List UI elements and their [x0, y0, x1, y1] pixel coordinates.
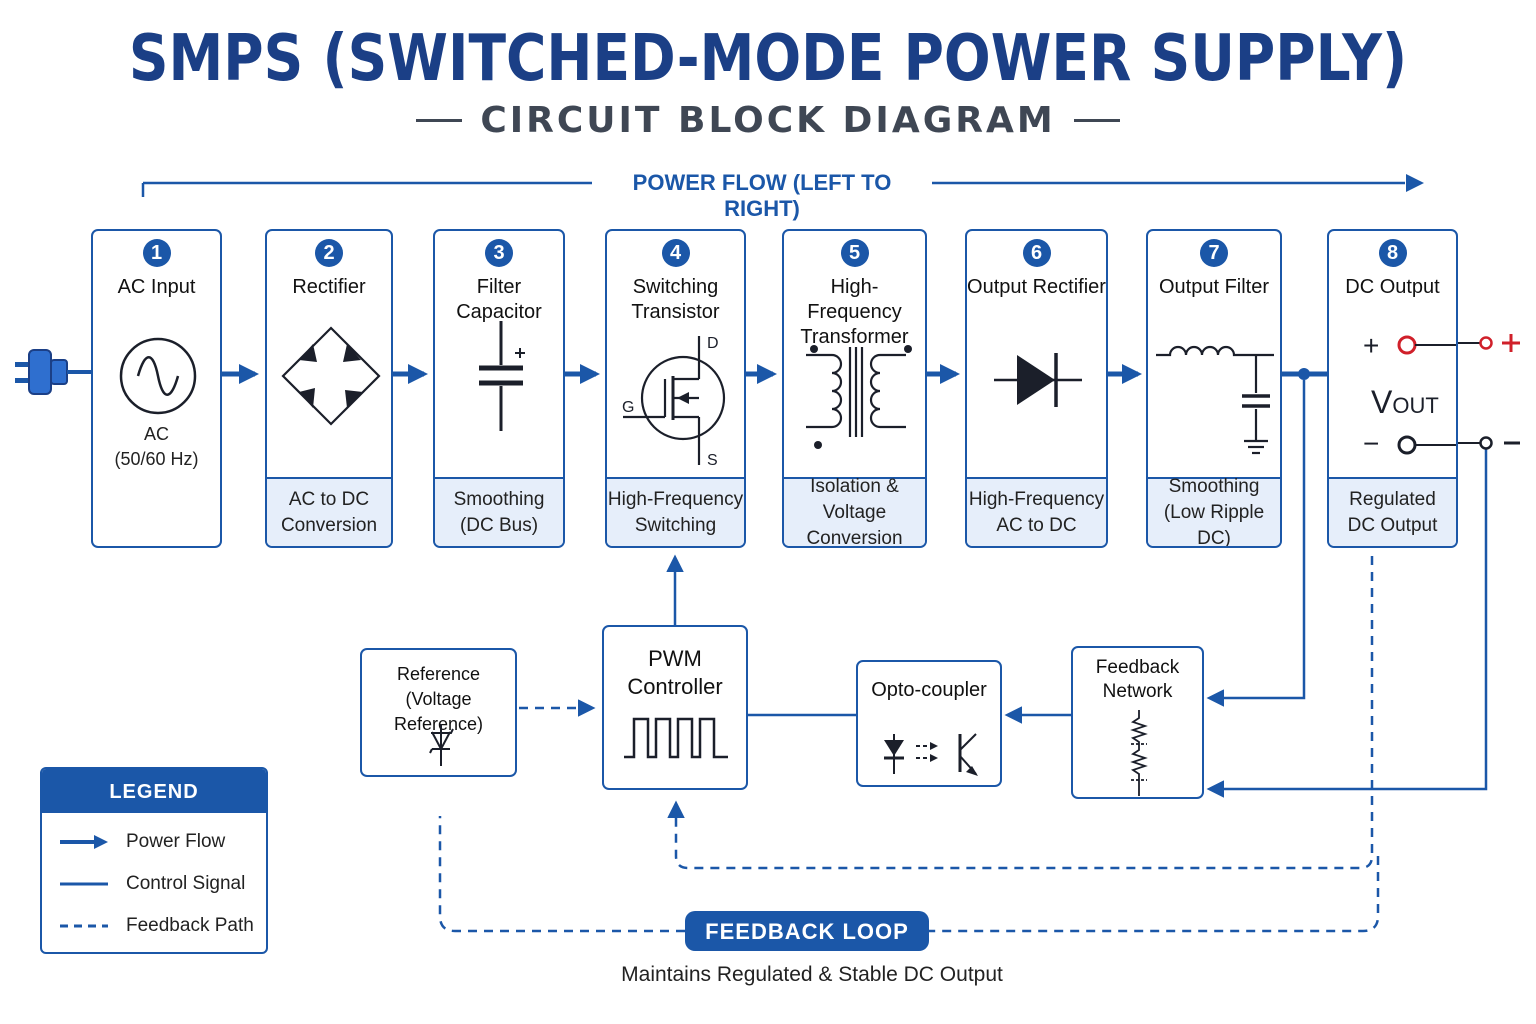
block-title: Filter Capacitor — [456, 276, 542, 323]
block-footer: AC to DC Conversion — [267, 477, 391, 546]
pin-s-label: S — [707, 452, 718, 469]
block-footer: High-Frequency AC to DC — [967, 477, 1106, 546]
step-badge: 5 — [840, 239, 869, 267]
subtitle-row: CIRCUIT BLOCK DIAGRAM — [0, 100, 1536, 141]
legend-item-power-flow: Power Flow — [60, 827, 225, 857]
step-badge: 4 — [661, 239, 690, 267]
block-switching-transistor: 4 Switching Transistor D G S High-Freque… — [605, 229, 746, 548]
block-footer: Smoothing (Low Ripple DC) — [1148, 476, 1280, 546]
output-terminal-tails — [1458, 334, 1520, 450]
block-title: Switching Transistor — [631, 276, 720, 323]
step-badge: 2 — [315, 239, 343, 267]
subtitle-dash-left — [416, 119, 463, 122]
block-footer: Regulated DC Output — [1329, 477, 1456, 546]
step-badge: 7 — [1200, 239, 1228, 267]
block-footer: Smoothing (DC Bus) — [435, 477, 563, 546]
block-filter-capacitor: 3 Filter Capacitor Smoothing (DC Bus) — [433, 229, 565, 548]
pwm-waveform-icon — [624, 717, 728, 759]
optocoupler-box: Opto-coupler — [856, 660, 1002, 787]
legend: LEGEND Power Flow Control Signal Feedbac… — [40, 767, 268, 954]
diode-icon — [994, 353, 1082, 407]
lc-filter-icon — [1156, 345, 1274, 455]
legend-item-control-signal: Control Signal — [60, 869, 245, 899]
block-footer: High-Frequency Switching — [607, 477, 744, 546]
bridge-rectifier-icon — [281, 326, 381, 426]
reference-title: Reference (Voltage Reference) — [393, 664, 484, 734]
legend-title: LEGEND — [42, 769, 266, 813]
ac-plug-icon — [15, 349, 91, 395]
zener-diode-icon — [429, 724, 454, 766]
terminal-minus-label: − — [1363, 428, 1379, 459]
legend-label: Control Signal — [126, 873, 246, 894]
resistor-divider-icon — [1130, 710, 1148, 796]
mosfet-icon: D G S — [622, 335, 726, 469]
block-title: AC Input — [117, 276, 196, 298]
legend-label: Power Flow — [126, 831, 226, 852]
transformer-icon — [806, 345, 912, 449]
ac-source-icon — [119, 337, 197, 415]
optocoupler-icon — [884, 733, 978, 776]
dc-output-terminals-icon: + − VOUT — [1363, 330, 1456, 459]
power-flow-label: POWER FLOW (LEFT TO RIGHT) — [592, 170, 932, 222]
feedback-network-box: Feedback Network — [1071, 646, 1204, 799]
feedback-dashed-paths — [438, 556, 1380, 933]
block-output-filter: 7 Output Filter Smoothing (Low Ripple DC… — [1146, 229, 1282, 548]
step-badge: 8 — [1378, 239, 1407, 267]
block-output-rectifier: 6 Output Rectifier High-Frequency AC to … — [965, 229, 1108, 548]
reference-box: Reference (Voltage Reference) — [360, 648, 517, 777]
block-footer: Isolation & Voltage Conversion — [784, 476, 925, 546]
block-title: DC Output — [1345, 276, 1440, 298]
pin-g-label: G — [622, 399, 634, 416]
page-subtitle: CIRCUIT BLOCK DIAGRAM — [480, 100, 1056, 141]
ac-input-note: AC (50/60 Hz) — [114, 424, 199, 469]
block-title: High-Frequency Transformer — [800, 276, 909, 348]
step-badge: 3 — [485, 239, 513, 267]
legend-solid-line-icon — [60, 882, 108, 886]
page-title: SMPS (SWITCHED-MODE POWER SUPPLY) — [128, 22, 1408, 96]
control-signal-lines — [666, 380, 1488, 798]
block-title: Output Rectifier — [967, 276, 1106, 298]
feedback-loop-caption: Maintains Regulated & Stable DC Output — [621, 963, 1003, 986]
feedback-title: Feedback Network — [1095, 657, 1180, 702]
block-hf-transformer: 5 High-Frequency Transformer Isolation &… — [782, 229, 927, 548]
vout-label: VOUT — [1371, 384, 1439, 420]
step-badge: 1 — [142, 239, 171, 267]
block-title: Rectifier — [292, 276, 366, 298]
pin-d-label: D — [707, 335, 719, 352]
block-dc-output: 8 DC Output + − VOUT Regulated DC Output — [1327, 229, 1458, 548]
legend-arrow-icon — [60, 835, 108, 849]
legend-label: Feedback Path — [126, 915, 254, 936]
output-junction-dot — [1298, 368, 1310, 380]
opto-title: Opto-coupler — [871, 679, 987, 701]
terminal-plus-label: + — [1363, 330, 1379, 361]
feedback-loop-badge: FEEDBACK LOOP — [685, 911, 929, 951]
pwm-title: PWM Controller — [627, 646, 723, 699]
subtitle-dash-right — [1073, 119, 1120, 122]
legend-dashed-line-icon — [60, 924, 108, 928]
block-title: Output Filter — [1158, 276, 1270, 298]
block-ac-input: 1 AC Input — [91, 229, 222, 548]
block-rectifier: 2 Rectifier AC to DC Conversion — [265, 229, 393, 548]
pwm-controller-box: PWM Controller — [602, 625, 748, 790]
step-badge: 6 — [1022, 239, 1051, 267]
capacitor-icon — [479, 321, 525, 431]
legend-item-feedback-path: Feedback Path — [60, 911, 254, 941]
